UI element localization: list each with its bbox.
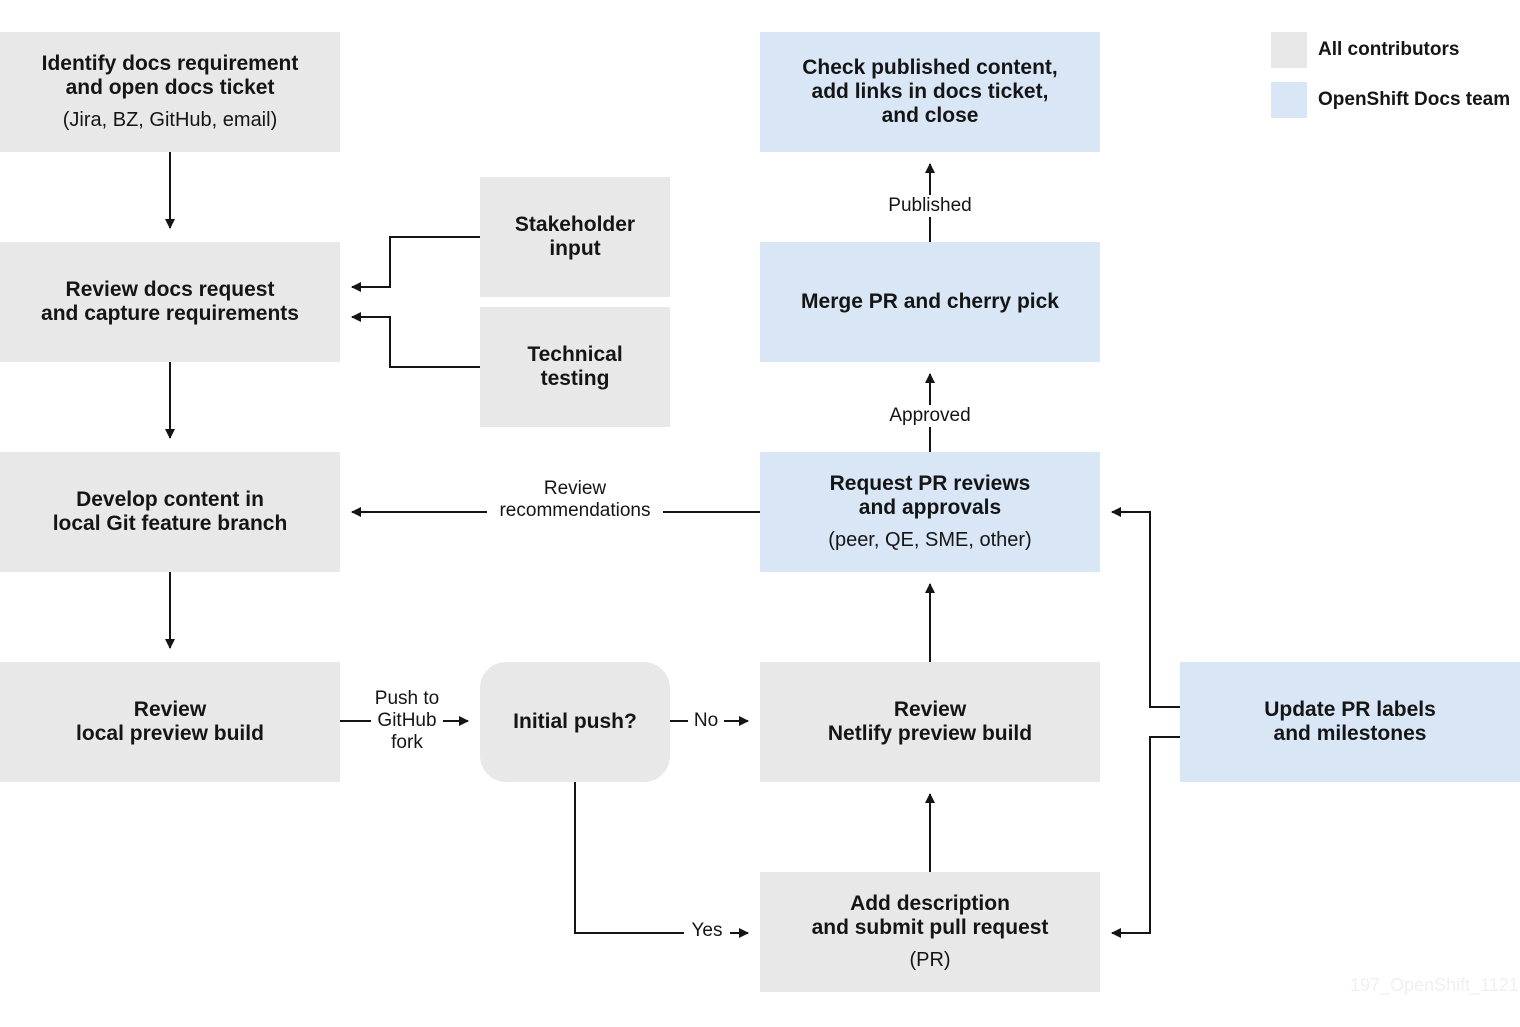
node-title: Technical testing [527, 343, 623, 390]
edge-label-yes: Yes [684, 920, 730, 942]
edge-label-review-recommendations: Review recommendations [487, 478, 663, 522]
arrow-yes-to-add-description [574, 782, 749, 938]
node-request-reviews: Request PR reviews and approvals (peer, … [760, 452, 1100, 572]
edge-label-no: No [688, 710, 724, 732]
watermark: 197_OpenShift_1121 [1350, 975, 1519, 995]
node-title: Add description and submit pull request [811, 892, 1049, 939]
legend-label-all-contributors: All contributors [1318, 39, 1460, 60]
node-develop-content: Develop content in local Git feature bra… [0, 452, 340, 572]
arrow-labels-to-add-description [1111, 736, 1180, 938]
node-merge-pr: Merge PR and cherry pick [760, 242, 1100, 362]
node-title: Review Netlify preview build [827, 698, 1033, 745]
node-netlify-preview: Review Netlify preview build [760, 662, 1100, 782]
legend-swatch-docs-team [1271, 82, 1307, 118]
edge-label-approved: Approved [880, 405, 980, 427]
node-update-labels: Update PR labels and milestones [1180, 662, 1520, 782]
node-title: Update PR labels and milestones [1264, 698, 1436, 745]
node-title: Check published content, add links in do… [802, 56, 1058, 127]
node-subtitle: (PR) [909, 949, 951, 971]
node-subtitle: (peer, QE, SME, other) [828, 529, 1032, 551]
node-title: Develop content in local Git feature bra… [52, 488, 288, 535]
edge-label-push-to-fork: Push to GitHub fork [371, 688, 443, 754]
node-title: Request PR reviews and approvals [829, 472, 1031, 519]
node-title: Review docs request and capture requirem… [41, 278, 299, 325]
node-title: Review local preview build [76, 698, 264, 745]
node-stakeholder-input: Stakeholder input [480, 177, 670, 297]
legend-label-docs-team: OpenShift Docs team [1318, 89, 1511, 110]
arrow-stakeholder-to-review [351, 236, 480, 292]
arrow-labels-to-request [1111, 507, 1180, 708]
node-title: Identify docs requirement and open docs … [41, 52, 299, 99]
arrow-technical-to-review [351, 312, 480, 368]
node-add-description: Add description and submit pull request … [760, 872, 1100, 992]
node-title: Initial push? [513, 710, 637, 733]
node-technical-testing: Technical testing [480, 307, 670, 427]
node-review-request: Review docs request and capture requirem… [0, 242, 340, 362]
node-title: Stakeholder input [514, 213, 636, 260]
node-subtitle: (Jira, BZ, GitHub, email) [62, 109, 278, 131]
node-title: Merge PR and cherry pick [801, 290, 1059, 313]
node-identify-requirement: Identify docs requirement and open docs … [0, 32, 340, 152]
edge-label-published: Published [878, 195, 982, 217]
node-check-published: Check published content, add links in do… [760, 32, 1100, 152]
node-initial-push-decision: Initial push? [480, 662, 670, 782]
legend-swatch-all-contributors [1271, 32, 1307, 68]
node-local-preview: Review local preview build [0, 662, 340, 782]
